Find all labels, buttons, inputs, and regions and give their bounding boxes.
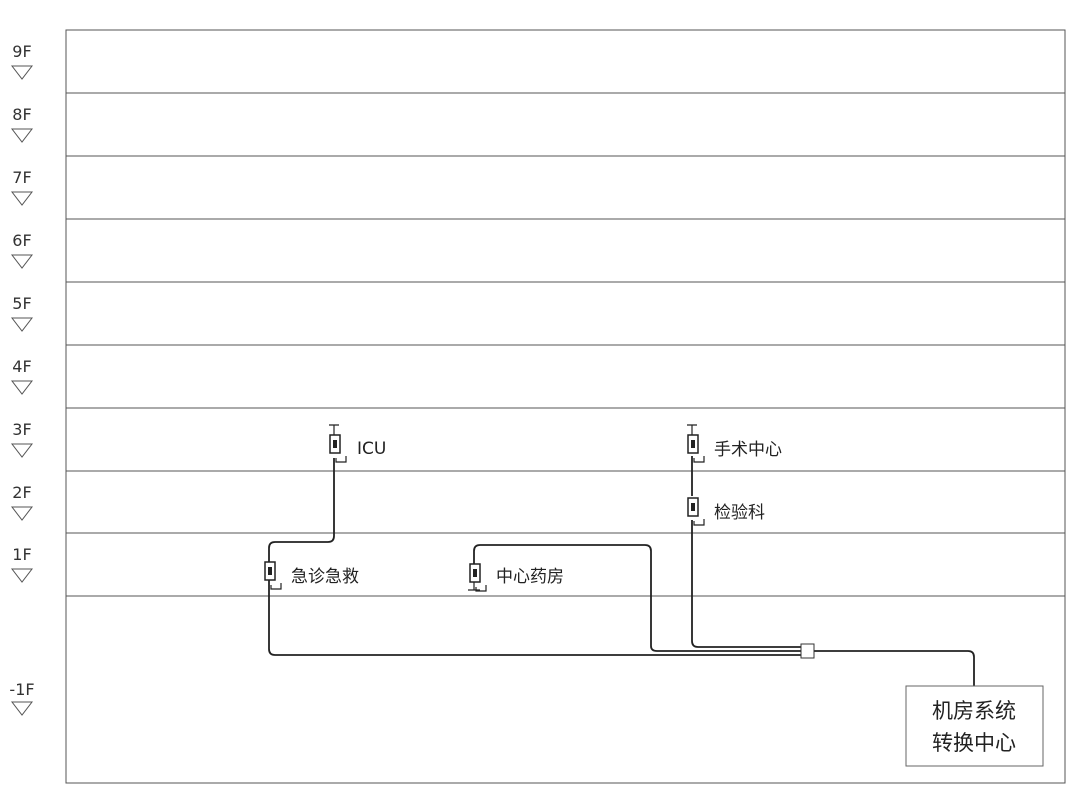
level-marker-icon bbox=[10, 254, 34, 269]
tube-stop-icon bbox=[468, 582, 480, 591]
tube-stop-icon bbox=[687, 424, 697, 435]
floor-label: 7F bbox=[12, 168, 31, 187]
control-center-line1: 机房系统 bbox=[932, 699, 1016, 723]
level-marker-icon bbox=[10, 380, 34, 395]
floor-marker-1F: 1F bbox=[10, 545, 34, 583]
floor-label: 2F bbox=[12, 483, 31, 502]
floor-marker-2F: 2F bbox=[10, 483, 34, 521]
station-laboratory: 检验科 bbox=[687, 497, 765, 526]
station-surgery-center: 手术中心 bbox=[687, 424, 782, 463]
station-label: 检验科 bbox=[714, 503, 765, 523]
pipe-icu-emergency bbox=[268, 458, 801, 656]
control-center-line2: 转换中心 bbox=[932, 731, 1016, 755]
floor-marker-8F: 8F bbox=[10, 105, 34, 143]
level-marker-icon bbox=[10, 317, 34, 332]
send-receive-station-icon bbox=[687, 434, 705, 463]
station-label: 急诊急救 bbox=[291, 567, 359, 587]
control-center: 机房系统 转换中心 bbox=[905, 685, 1044, 767]
control-center-box bbox=[905, 685, 1044, 767]
floor-label: 6F bbox=[12, 231, 31, 250]
floor-labels: 9F 8F 7F 6F 5F 4F 3F 2F bbox=[9, 42, 35, 716]
send-receive-station-icon bbox=[329, 434, 347, 463]
send-receive-station-icon bbox=[264, 561, 282, 590]
level-marker-icon bbox=[10, 191, 34, 206]
station-central-pharmacy: 中心药房 bbox=[468, 563, 564, 592]
level-marker-icon bbox=[10, 443, 34, 458]
send-receive-station-icon bbox=[469, 563, 487, 592]
level-marker-icon bbox=[10, 65, 34, 80]
floor-label: 5F bbox=[12, 294, 31, 313]
floor-label: -1F bbox=[9, 680, 34, 699]
floor-marker-3F: 3F bbox=[10, 420, 34, 458]
floor-marker-4F: 4F bbox=[10, 357, 34, 395]
floor-marker-6F: 6F bbox=[10, 231, 34, 269]
pipe-lab-junction bbox=[691, 520, 801, 648]
floor-label: 1F bbox=[12, 545, 31, 564]
pipe-to-control-center bbox=[814, 650, 975, 686]
junction-box bbox=[800, 643, 815, 659]
pipe-pharmacy bbox=[473, 544, 801, 652]
floor-marker-9F: 9F bbox=[10, 42, 34, 80]
send-receive-station-icon bbox=[687, 497, 705, 526]
level-marker-icon bbox=[10, 701, 34, 716]
floor-label: 9F bbox=[12, 42, 31, 61]
level-marker-icon bbox=[10, 506, 34, 521]
floor-label: 4F bbox=[12, 357, 31, 376]
level-marker-icon bbox=[10, 568, 34, 583]
floor-label: 8F bbox=[12, 105, 31, 124]
station-icu: ICU bbox=[329, 424, 386, 463]
stations: ICU 手术中心 检验科 bbox=[264, 424, 782, 592]
floor-marker-7F: 7F bbox=[10, 168, 34, 206]
floor-marker-5F: 5F bbox=[10, 294, 34, 332]
tube-stop-icon bbox=[329, 424, 339, 435]
pipe-network bbox=[268, 456, 975, 686]
station-label: 中心药房 bbox=[496, 567, 564, 587]
level-marker-icon bbox=[10, 128, 34, 143]
station-label: 手术中心 bbox=[714, 440, 782, 460]
station-emergency: 急诊急救 bbox=[264, 561, 359, 590]
floor-label: 3F bbox=[12, 420, 31, 439]
floor-separators bbox=[66, 92, 1065, 597]
diagram-frame bbox=[65, 29, 1066, 784]
station-label: ICU bbox=[357, 439, 386, 459]
floor-marker-B1F: -1F bbox=[9, 680, 35, 716]
